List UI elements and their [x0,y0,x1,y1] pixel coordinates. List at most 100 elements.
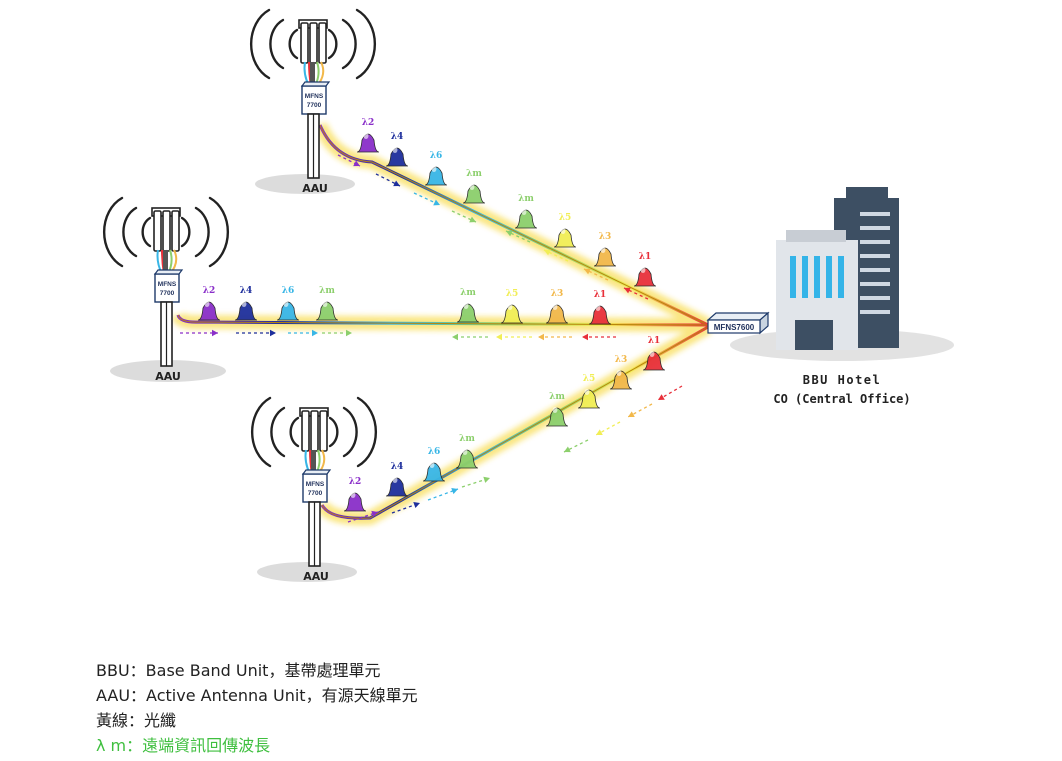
wavelength-lm: λm [315,286,339,321]
wavelength-l3: λ3 [545,289,569,324]
arrow-l3 [583,268,609,281]
arrow-l2 [337,154,361,167]
legend-lm: λ m：遠端資訊回傳波長 [96,736,271,755]
shadow-bot [257,562,357,582]
wavelength-l3: λ3 [609,355,633,390]
wavelength-l4: λ4 [385,132,409,167]
antenna-icon [299,407,329,476]
hotel-title: BBU Hotel [803,373,882,387]
arrow-lm [461,476,491,488]
wavelength-lm: λm [514,194,538,229]
wavelength-label: λ3 [615,355,628,365]
wavelength-label: λ1 [639,252,652,262]
wavelength-label: λ5 [506,289,519,299]
wavelength-label: λm [466,169,482,179]
arrow-lm [322,329,352,337]
wavelength-label: λ5 [559,213,572,223]
wavelength-l1: λ1 [633,252,657,287]
aau-label: AAU [303,570,329,583]
arrow-lm [451,210,477,223]
arrow-l5 [496,333,532,341]
antenna-icon [151,207,181,276]
wavelength-label: λm [549,392,565,402]
arrow-l6 [413,192,441,206]
wavelength-label: λ2 [362,118,375,128]
aau-label: AAU [302,182,328,195]
wavelength-label: λ1 [648,336,661,346]
shadow-mid [110,360,226,382]
fiber-lines [176,124,709,520]
radio-waves-icon [250,8,376,80]
wavelength-lm: λm [455,434,479,469]
wavelength-label: λ3 [551,289,564,299]
legend: BBU：Base Band Unit，基帶處理單元 AAU：Active Ant… [96,658,418,758]
legend-fiber: 黃線：光纖 [96,711,177,730]
arrow-l1 [657,385,683,401]
arrow-lm [452,333,488,341]
aau-label: AAU [155,370,181,383]
mfns7700-device: MFNS 7700 [301,469,332,503]
mfns-label-line2: 7700 [307,102,322,109]
wavelength-l5: λ5 [553,213,577,248]
mfns-label-line1: MFNS [306,481,325,488]
wavelength-label: λ2 [349,477,362,487]
direction-arrows [180,154,683,523]
radio-waves-icon [103,196,229,268]
wavelength-label: λ6 [428,447,441,457]
wavelength-l6: λ6 [424,151,448,186]
wavelength-l6: λ6 [276,286,300,321]
radio-waves-icon [251,396,377,468]
wavelength-l4: λ4 [234,286,258,321]
legend-bbu: BBU：Base Band Unit，基帶處理單元 [96,661,381,680]
wavelength-l6: λ6 [422,447,446,482]
arrow-lm [505,230,531,243]
arrow-l1 [582,333,616,341]
wavelength-lm: λm [456,288,480,323]
arrow-l3 [538,333,572,341]
wavelength-label: λ2 [203,286,216,296]
mfns-label-line2: 7700 [308,490,323,497]
wavelength-lm: λm [462,169,486,204]
wavelength-label: λ5 [583,374,596,384]
legend-aau: AAU：Active Antenna Unit，有源天線單元 [96,686,418,705]
arrow-l6 [288,329,318,337]
arrow-l2 [347,510,379,523]
antenna-icon [298,19,328,88]
wavelength-l3: λ3 [593,232,617,267]
mfns7600-device: MFNS7600 [706,311,770,335]
arrow-l3 [627,403,653,418]
mfns-label-line1: MFNS [158,281,177,288]
wavelength-l4: λ4 [385,462,409,497]
wavelength-label: λ4 [391,462,404,472]
arrow-l4 [236,329,276,337]
wavelength-l1: λ1 [642,336,666,371]
wavelength-l1: λ1 [588,290,612,325]
wavelength-label: λm [518,194,534,204]
arrow-l1 [623,287,649,300]
wavelength-label: λ3 [599,232,612,242]
mfns-label-line2: 7700 [160,290,175,297]
arrow-l4 [391,502,421,514]
arrow-l4 [375,173,401,187]
wavelength-l2: λ2 [197,286,221,321]
wavelength-label: λm [460,288,476,298]
wavelength-label: λ6 [282,286,295,296]
shadow-top [255,174,355,194]
arrow-l5 [543,249,569,262]
mfns7600-label: MFNS7600 [714,323,755,332]
wavelength-label: λ1 [594,290,607,300]
wavelength-lm: λm [545,392,569,427]
wavelength-label: λ4 [240,286,253,296]
hotel-subtitle: CO (Central Office) [773,392,910,406]
arrow-l2 [180,329,218,337]
bbu-hotel-building [776,187,899,350]
arrow-l5 [595,421,621,436]
wavelength-label: λm [459,434,475,444]
wavelength-l5: λ5 [577,374,601,409]
